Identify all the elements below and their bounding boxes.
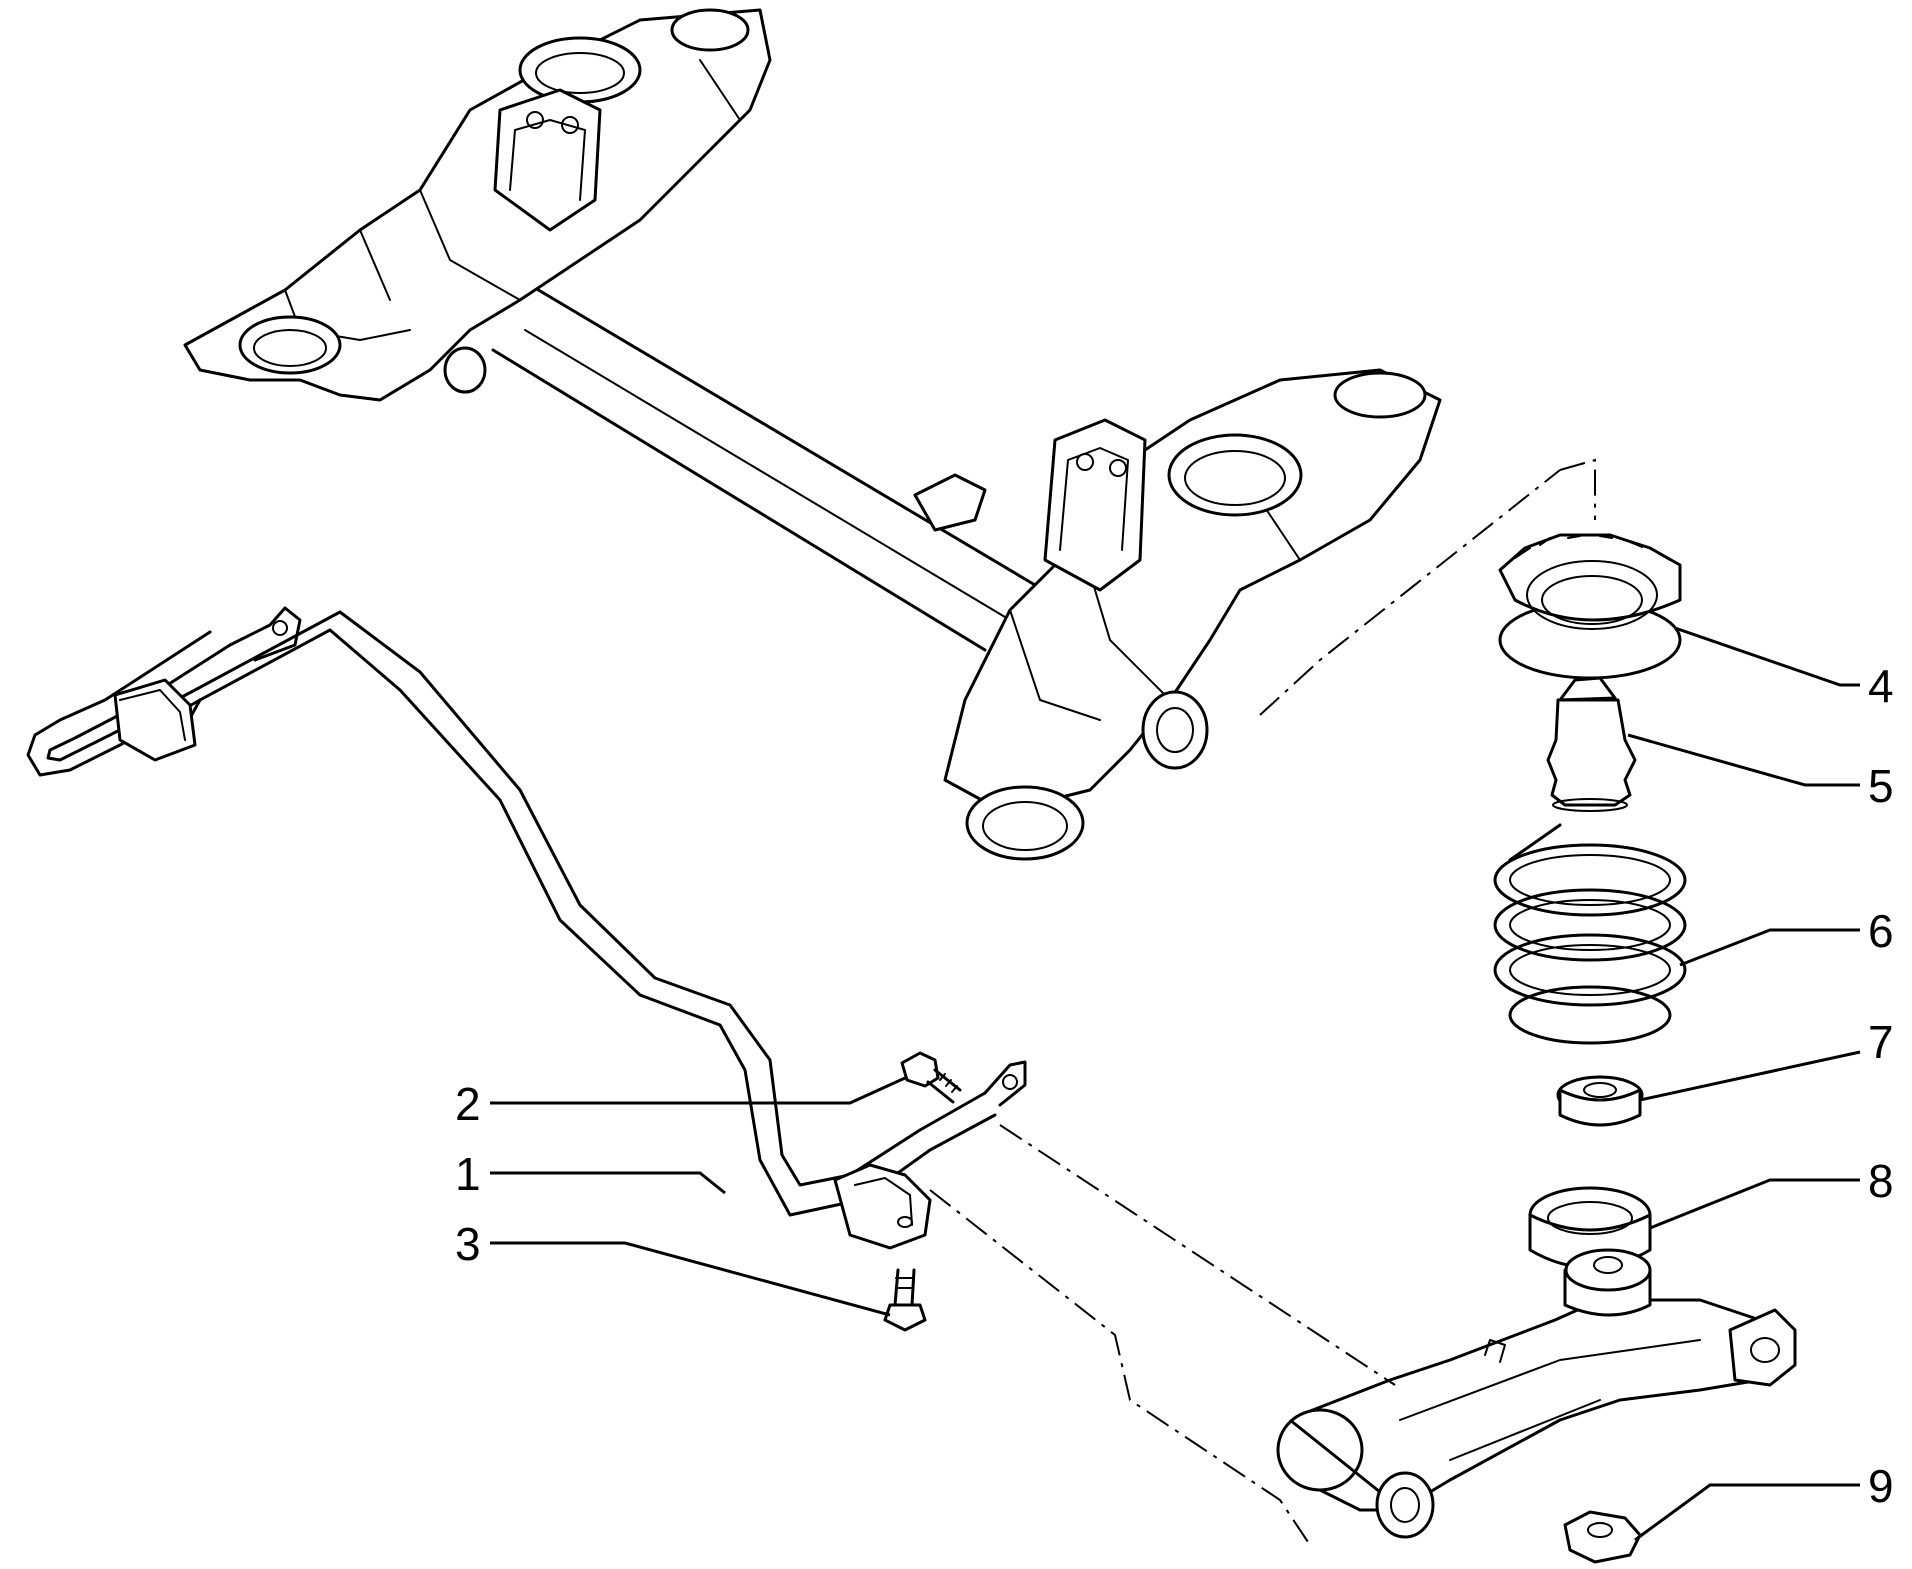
callout-2: 2: [455, 1078, 481, 1130]
bump-stop: [1546, 676, 1637, 812]
axle-crossmember: [183, 8, 1442, 861]
callout-1: 1: [455, 1148, 481, 1200]
callout-labels: 1 2 3 4 5 6 7 8 9: [455, 660, 1894, 1512]
bolt-upper: [900, 1051, 962, 1104]
coil-spring: [1493, 823, 1687, 1045]
callout-7: 7: [1868, 1016, 1894, 1068]
callout-8: 8: [1868, 1155, 1894, 1207]
callout-4: 4: [1868, 660, 1894, 712]
callout-6: 6: [1868, 905, 1894, 957]
spring-seat-upper: [1498, 533, 1682, 680]
lock-nut: [1563, 1510, 1642, 1564]
callout-5: 5: [1868, 760, 1894, 812]
leader-lines: [490, 626, 1861, 1542]
bolt-lower: [883, 1268, 927, 1332]
lower-control-arm: [1276, 1248, 1797, 1539]
spring-isolator: [1556, 1075, 1644, 1127]
callout-3: 3: [455, 1218, 481, 1270]
assembly-lines: [929, 458, 1596, 1546]
callout-9: 9: [1868, 1460, 1894, 1512]
stabilizer-bar: [26, 606, 1027, 1250]
